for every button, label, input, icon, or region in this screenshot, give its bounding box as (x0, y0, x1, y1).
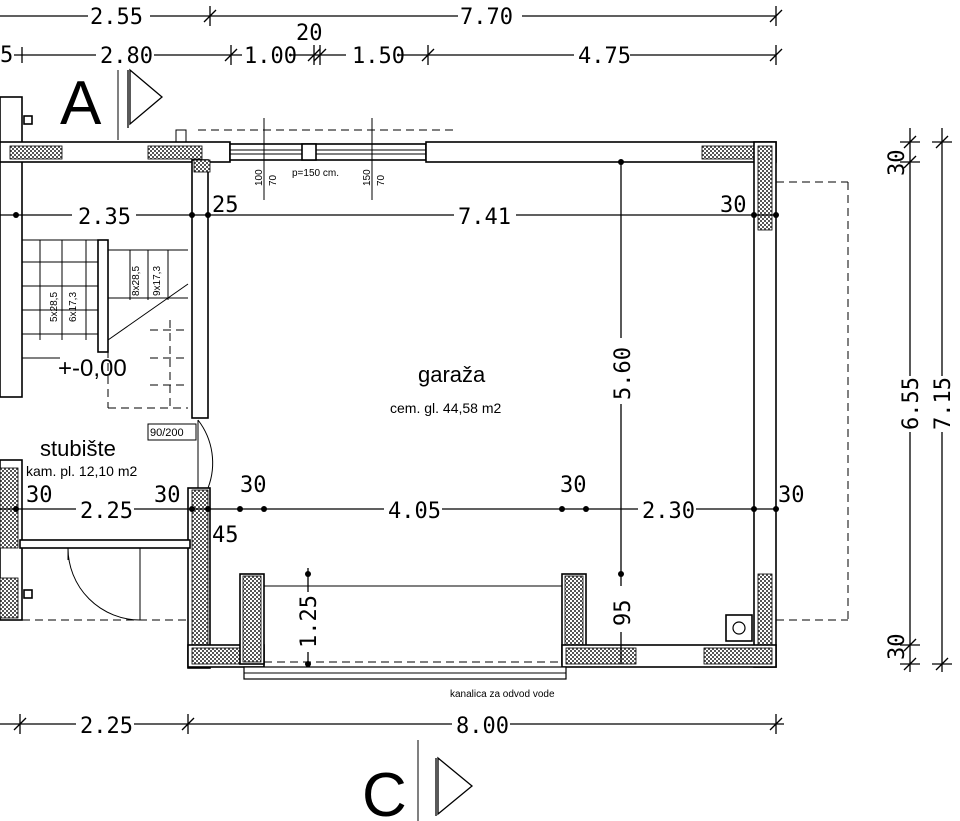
section-mark-c: C (362, 740, 474, 821)
dim-label: 2.30 (642, 499, 695, 524)
door-entry (67, 547, 141, 621)
walls (0, 96, 777, 669)
dim-label: 2.55 (90, 5, 143, 30)
dim-label: 1.25 (297, 595, 322, 648)
dims-right: 30 6.55 7.15 30 (885, 128, 956, 672)
dim-label: 30 (560, 473, 587, 498)
note: p=150 cm. (292, 168, 339, 179)
stairs: 5x28,5 6x17,3 8x28,5 9x17,3 +-0,00 (22, 239, 189, 382)
dim-label: 5.60 (611, 347, 636, 400)
dim-label: 95 (611, 600, 636, 627)
stair-note: 8x28,5 (131, 266, 142, 296)
dim-label: 4.05 (388, 499, 441, 524)
dim-label: 7.70 (460, 5, 513, 30)
level-label: +-0,00 (58, 355, 127, 382)
dim-label: 2.25 (80, 499, 133, 524)
dim-label: 5 (0, 43, 13, 68)
dim-label: 2.80 (100, 44, 153, 69)
window-notes: 100 70 p=150 cm. 150 70 (254, 118, 387, 200)
dim-label: 4.75 (578, 44, 631, 69)
section-label: A (60, 69, 102, 138)
section-mark-a: A (60, 68, 164, 140)
dim-label: 2.25 (80, 714, 133, 739)
dim-row-top-1: 2.55 7.70 (0, 5, 783, 30)
drain-box (725, 614, 753, 642)
stair-note: 6x17,3 (68, 292, 79, 322)
drain-note: kanalica za odvod vode (450, 689, 555, 700)
dim-label: 30 (240, 473, 267, 498)
dim-row-top-2: 5 2.80 1.00 20 1.50 4.75 (0, 21, 783, 69)
dim-label: 30 (885, 634, 910, 661)
dim-label: 1.00 (244, 44, 297, 69)
note: 100 (254, 169, 265, 186)
dims-inner-lower: 30 2.25 30 30 4.05 30 2.30 30 45 1.25 95 (0, 473, 805, 672)
door-note: 90/200 (150, 427, 184, 439)
dim-label: 7.15 (931, 377, 956, 430)
section-label: C (362, 761, 407, 821)
drain-channel: kanalica za odvod vode (243, 666, 567, 700)
dim-label: 30 (154, 483, 181, 508)
dim-label: 8.00 (456, 714, 509, 739)
dim-label: 30 (778, 483, 805, 508)
dim-label: 1.50 (352, 44, 405, 69)
door-stair-garage: 90/200 (147, 419, 214, 489)
room-name-stair: stubište (40, 436, 116, 461)
room-area-stair: kam. pl. 12,10 m2 (26, 463, 137, 479)
note: 150 (362, 169, 373, 186)
dim-label: 45 (212, 523, 239, 548)
dim-label: 20 (296, 21, 323, 46)
dim-label: 6.55 (899, 377, 924, 430)
dim-label: 25 (212, 193, 239, 218)
dim-label: 2.35 (78, 205, 131, 230)
dim-label: 7.41 (458, 205, 511, 230)
dim-label: 30 (720, 193, 747, 218)
note: 70 (376, 174, 387, 186)
dim-label: 30 (885, 150, 910, 177)
room-name-garage: garaža (418, 362, 486, 387)
room-area-garage: cem. gl. 44,58 m2 (390, 400, 501, 416)
dims-bottom: 2.25 8.00 (0, 714, 784, 739)
stair-note: 9x17,3 (152, 266, 163, 296)
stair-note: 5x28,5 (49, 292, 60, 322)
dims-inner-upper: 2.35 25 7.41 30 5.60 (0, 159, 779, 586)
note: 70 (268, 174, 279, 186)
room-labels: garaža cem. gl. 44,58 m2 stubište kam. p… (26, 362, 501, 479)
dim-label: 30 (26, 483, 53, 508)
